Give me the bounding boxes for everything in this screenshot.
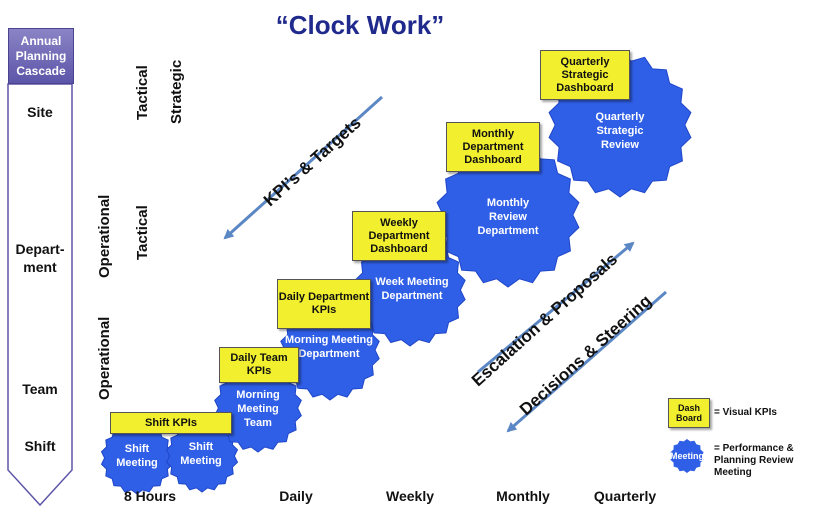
level-site: Site xyxy=(27,104,53,120)
tier-tactical-top: Tactical xyxy=(134,65,151,120)
level-department: Depart- ment xyxy=(15,241,65,275)
meeting-shift-2: Shift Meeting xyxy=(180,441,222,467)
level-shift: Shift xyxy=(24,438,56,454)
dashboard-quarterly-strategic: Quarterly Strategic Dashboard xyxy=(540,50,630,100)
meeting-morning-department: Morning Meeting Department xyxy=(285,334,373,360)
dashboard-monthly-department: Monthly Department Dashboard xyxy=(446,122,540,172)
kpis-arrow xyxy=(223,95,384,240)
legend-dashboard-swatch: Dash Board xyxy=(668,398,710,428)
legend-dashboard-desc: = Visual KPIs xyxy=(714,407,777,418)
decisions-arrow xyxy=(506,290,667,433)
dashboard-shift-kpis: Shift KPIs xyxy=(110,412,232,434)
gear-shift-1 xyxy=(100,421,174,495)
dashboard-daily-department-kpis: Daily Department KPIs xyxy=(277,279,371,329)
tier-operational-mid: Operational xyxy=(96,194,113,278)
cascade-header: Annual Planning Cascade xyxy=(8,28,74,84)
tier-strategic: Strategic xyxy=(168,59,185,124)
escalation-arrow xyxy=(477,241,635,374)
meeting-quarterly: Quarterly Strategic Review xyxy=(595,111,645,151)
legend-meeting-desc: = Performance & Planning Review Meeting xyxy=(714,443,794,478)
legend-gear-icon xyxy=(670,439,704,473)
x-label-daily: Daily xyxy=(279,488,313,504)
meeting-shift-1: Shift Meeting xyxy=(116,443,158,469)
legend-meeting-label: Meeting xyxy=(669,451,704,461)
arrow-layer xyxy=(223,95,667,433)
x-label-weekly: Weekly xyxy=(386,488,434,504)
meeting-week: Week Meeting Department xyxy=(375,276,449,302)
legend-gear-shape xyxy=(670,439,704,473)
dashboard-weekly-department: Weekly Department Dashboard xyxy=(352,211,446,261)
meeting-monthly: Monthly Review Department xyxy=(477,197,539,237)
x-label-quarterly: Quarterly xyxy=(593,488,657,504)
tier-tactical-mid: Tactical xyxy=(134,205,151,260)
meeting-morning-team: Morning Meeting Team xyxy=(236,389,280,429)
legend-meeting-swatch: Meeting xyxy=(666,438,708,474)
dashboard-daily-team-kpis: Daily Team KPIs xyxy=(219,347,299,383)
page-title: “Clock Work” xyxy=(275,10,445,40)
x-label-monthly: Monthly xyxy=(496,488,550,504)
cascade-arrow xyxy=(7,83,73,507)
x-label-8-hours: 8 Hours xyxy=(123,488,177,504)
tier-operational-low: Operational xyxy=(96,316,113,400)
level-team: Team xyxy=(22,381,58,397)
gear-week xyxy=(354,233,466,347)
gear-morning-team xyxy=(214,363,302,453)
gear-monthly xyxy=(436,142,580,288)
